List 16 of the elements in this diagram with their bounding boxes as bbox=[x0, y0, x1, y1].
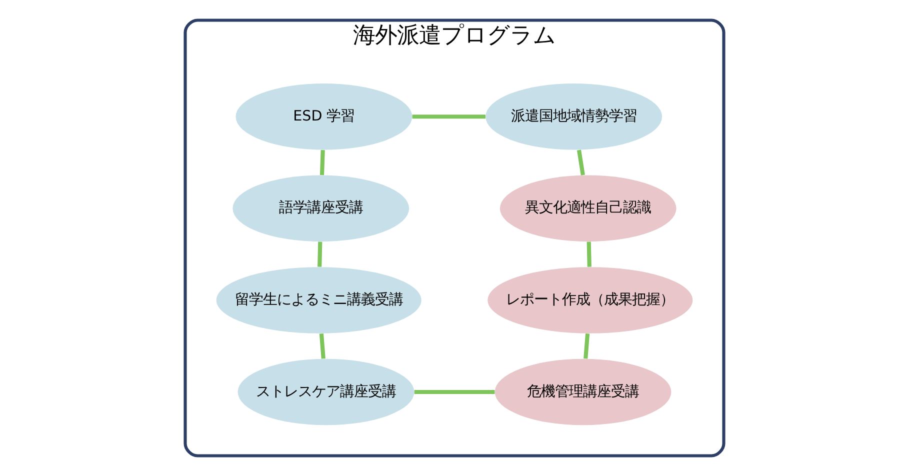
node-ellipse: レポート作成（成果把握） bbox=[488, 267, 693, 334]
connector bbox=[584, 333, 590, 359]
node-ellipse: 留学生によるミニ講義受講 bbox=[216, 267, 422, 334]
connector bbox=[576, 150, 585, 176]
node-ellipse: ストレスケア講座受講 bbox=[238, 358, 414, 426]
connector bbox=[318, 242, 322, 267]
node-ellipse: 危機管理講座受講 bbox=[494, 358, 672, 426]
node-ellipse: 異文化適性自己認識 bbox=[500, 175, 676, 242]
connector bbox=[319, 333, 326, 359]
node-ellipse: ESD 学習 bbox=[236, 83, 412, 150]
connector bbox=[320, 150, 325, 176]
node-ellipse: 語学講座受講 bbox=[232, 175, 410, 242]
connector bbox=[412, 114, 486, 119]
node-ellipse: 派遣国地域情勢学習 bbox=[486, 83, 662, 150]
connector bbox=[414, 390, 495, 394]
connector bbox=[586, 242, 592, 267]
